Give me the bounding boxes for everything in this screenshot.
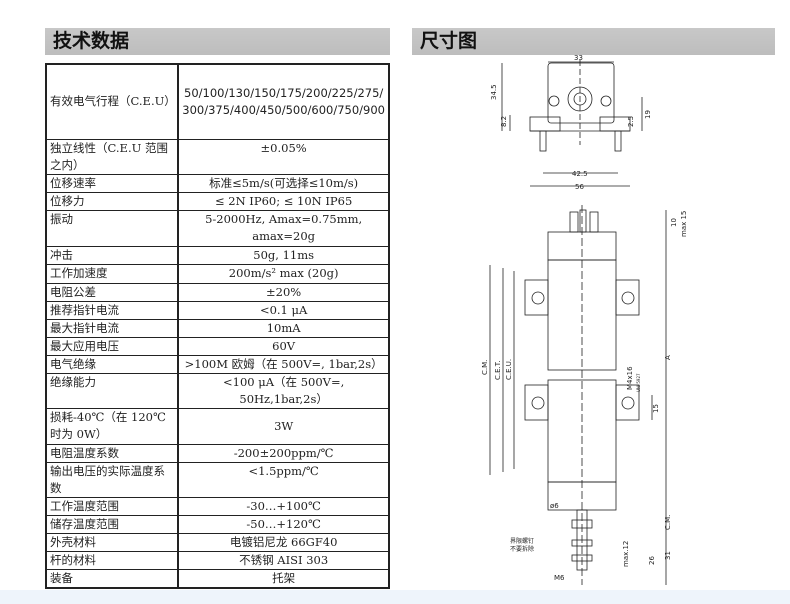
spec-value: 托架: [177, 568, 390, 588]
spec-label: 推荐指针电流: [45, 300, 179, 320]
spec-label: 独立线性（C.E.U 范围之内）: [45, 138, 179, 175]
dim-31: 31: [664, 551, 672, 560]
dim-15: 15: [652, 404, 660, 413]
spec-label: 绝缘能力: [45, 372, 179, 409]
note-limit-screw: 界限螺钉: [510, 537, 534, 545]
spec-value: 不锈钢 AISI 303: [177, 550, 390, 570]
spec-row: 工作温度范围-30…+100℃: [45, 496, 390, 516]
spec-value: -30…+100℃: [177, 496, 390, 516]
spec-value: 电镀铝尼龙 66GF40: [177, 532, 390, 552]
spec-value: <0.1 μA: [177, 300, 390, 320]
dim-m6: M6: [554, 574, 565, 582]
spec-row: 有效电气行程（C.E.U）50/100/130/150/175/200/225/…: [45, 63, 390, 140]
spec-value: 50/100/130/150/175/200/225/275/ 300/375/…: [177, 63, 390, 140]
specs-header: 技术数据: [45, 28, 390, 55]
dim-ceu: C.E.U.: [505, 359, 513, 380]
dim-A: A: [664, 355, 672, 360]
spec-label: 有效电气行程（C.E.U）: [45, 63, 179, 140]
dim-phi6: ø6: [550, 502, 559, 510]
dim-m4: M4x16: [626, 366, 634, 390]
spec-row: 输出电压的实际温度系数<1.5ppm/℃: [45, 461, 390, 498]
spec-value: ±20%: [177, 282, 390, 302]
specs-table: 有效电气行程（C.E.U）50/100/130/150/175/200/225/…: [45, 63, 390, 589]
spec-value: >100M 欧姆（在 500V=, 1bar,2s）: [177, 354, 390, 374]
spec-value: 200m/s² max (20g): [177, 263, 390, 284]
spec-label: 最大指针电流: [45, 318, 179, 338]
dim-cet: C.E.T.: [494, 361, 502, 380]
spec-label: 工作温度范围: [45, 496, 179, 516]
dim-33: 33: [574, 55, 583, 62]
spec-value: ≤ 2N IP60; ≤ 10N IP65: [177, 191, 390, 211]
spec-row: 位移力≤ 2N IP60; ≤ 10N IP65: [45, 191, 390, 211]
dim-10: 10: [670, 218, 678, 227]
spec-value: 标准≤5m/s(可选择≤10m/s): [177, 173, 390, 193]
spec-row: 独立线性（C.E.U 范围之内）±0.05%: [45, 138, 390, 175]
bottom-band: [0, 590, 790, 604]
spec-label: 最大应用电压: [45, 336, 179, 356]
spec-value: 10mA: [177, 318, 390, 338]
dim-cm-rod: C.M.: [664, 515, 672, 530]
spec-row: 绝缘能力<100 μA（在 500V=, 50Hz,1bar,2s）: [45, 372, 390, 409]
spec-label: 位移力: [45, 191, 179, 211]
dimension-drawing: 33 34.5 8.2 2.5 19 42.5 56 10 max 15 A C…: [481, 55, 688, 585]
dim-42-5: 42.5: [572, 170, 588, 178]
spec-value: <100 μA（在 500V=, 50Hz,1bar,2s）: [177, 372, 390, 409]
spec-value: ±0.05%: [177, 138, 390, 175]
spec-value: -200±200ppm/℃: [177, 443, 390, 463]
spec-label: 工作加速度: [45, 263, 179, 284]
spec-label: 电阻温度系数: [45, 443, 179, 463]
spec-row: 电气绝缘>100M 欧姆（在 500V=, 1bar,2s）: [45, 354, 390, 374]
spec-label: 外壳材料: [45, 532, 179, 552]
spec-label: 杆的材料: [45, 550, 179, 570]
dim-2-5: 2.5: [627, 116, 635, 127]
spec-row: 位移速率标准≤5m/s(可选择≤10m/s): [45, 173, 390, 193]
dim-8-2: 8.2: [500, 116, 508, 127]
spec-row: 外壳材料电镀铝尼龙 66GF40: [45, 532, 390, 552]
note-do-not-remove: 不要拆除: [510, 545, 534, 553]
spec-label: 损耗-40℃（在 120℃时为 0W）: [45, 407, 179, 445]
spec-label: 输出电压的实际温度系数: [45, 461, 179, 498]
spec-row: 储存温度范围-50…+120℃: [45, 514, 390, 534]
dim-max12: max.12: [622, 541, 630, 567]
dim-cm: C.M.: [481, 360, 489, 375]
spec-label: 位移速率: [45, 173, 179, 193]
spec-row: 电阻温度系数-200±200ppm/℃: [45, 443, 390, 463]
spec-label: 电气绝缘: [45, 354, 179, 374]
spec-label: 装备: [45, 568, 179, 588]
spec-value: 50g, 11ms: [177, 245, 390, 265]
dim-26: 26: [648, 556, 656, 565]
spec-value: 60V: [177, 336, 390, 356]
spec-label: 振动: [45, 209, 179, 247]
dim-max-15: max 15: [680, 211, 688, 237]
spec-label: 电阻公差: [45, 282, 179, 302]
dim-m4-std: UNI 5927: [636, 373, 641, 392]
spec-row: 杆的材料不锈钢 AISI 303: [45, 550, 390, 570]
spec-row: 损耗-40℃（在 120℃时为 0W）3W: [45, 407, 390, 445]
dimensions-header: 尺寸图: [412, 28, 775, 55]
dim-56: 56: [575, 183, 584, 191]
spec-row: 装备托架: [45, 568, 390, 588]
spec-value: 5-2000Hz, Amax=0.75mm, amax=20g: [177, 209, 390, 247]
spec-value: <1.5ppm/℃: [177, 461, 390, 498]
spec-value: 3W: [177, 407, 390, 445]
spec-row: 推荐指针电流<0.1 μA: [45, 300, 390, 320]
spec-label: 储存温度范围: [45, 514, 179, 534]
spec-row: 电阻公差±20%: [45, 282, 390, 302]
spec-label: 冲击: [45, 245, 179, 265]
spec-value: -50…+120℃: [177, 514, 390, 534]
dim-19: 19: [644, 110, 652, 119]
dim-34-5: 34.5: [490, 84, 498, 100]
